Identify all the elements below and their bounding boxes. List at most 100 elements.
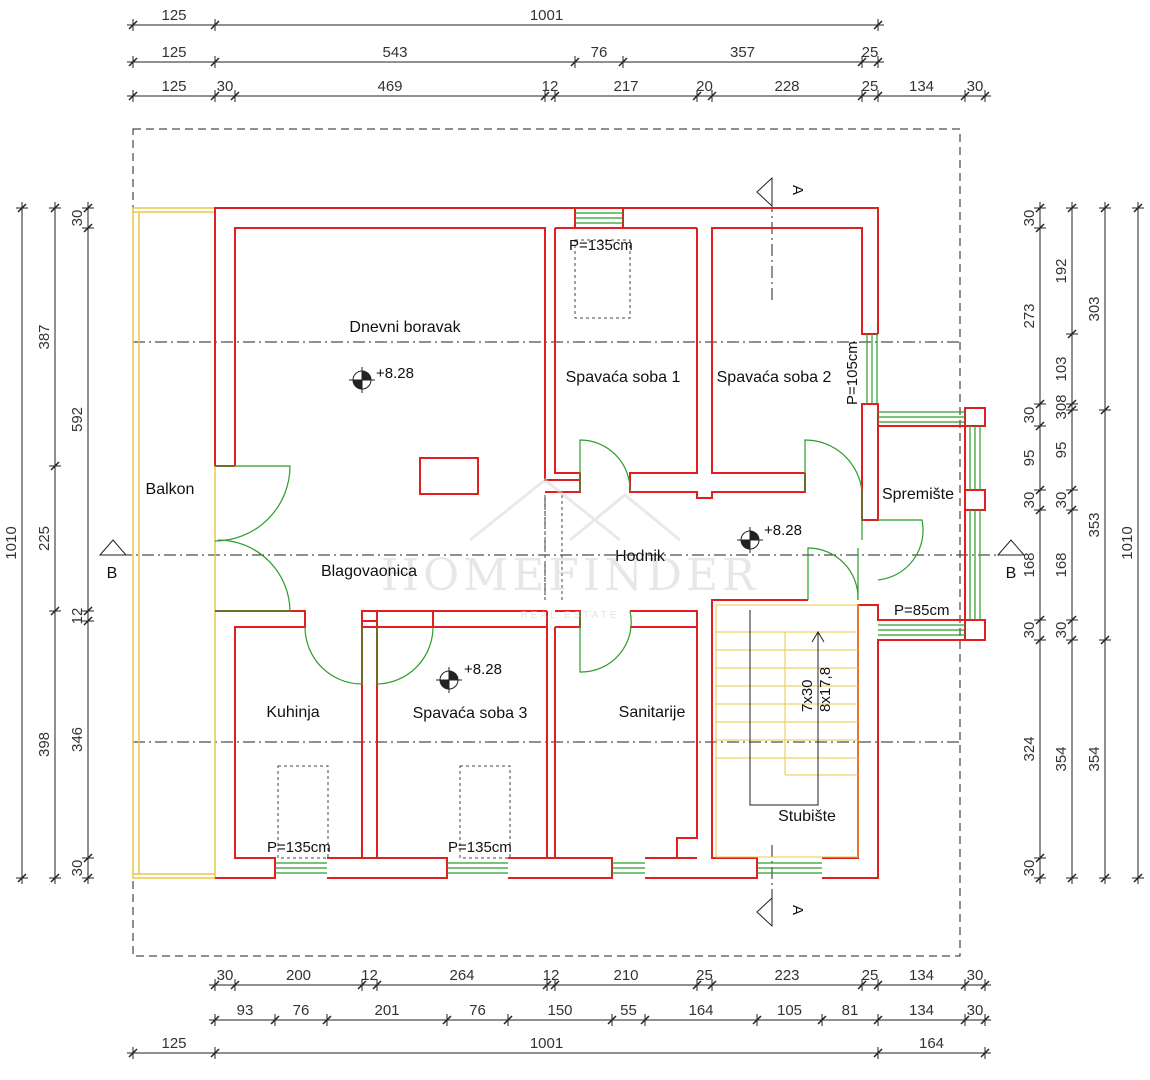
dimension-chain-right_col3: 303 353 354 [1086, 202, 1111, 884]
dimension-label: 30 [1021, 622, 1038, 639]
dimension-label: 30 [1021, 492, 1038, 509]
dimension-chain-left_col1: 1010 [3, 202, 28, 884]
stairs-treads: 7x30 [799, 679, 816, 712]
dimension-label: 20 [696, 78, 713, 95]
dimension-label: 398 [36, 732, 53, 757]
dimension-label: 592 [69, 407, 86, 432]
room-balkon: Balkon [146, 481, 195, 498]
watermark-brand: HOMEFINDER [381, 550, 760, 601]
watermark: HOMEFINDER REAL ESTATE [381, 478, 760, 621]
room-kuhinja: Kuhinja [266, 704, 319, 721]
dimension-label: 30 [217, 78, 234, 95]
dimension-label: 12 [69, 608, 86, 625]
dimension-label: 76 [293, 1002, 310, 1019]
level-label-2: +8.28 [764, 522, 802, 539]
level-label-1: +8.28 [376, 365, 414, 382]
dimension-label: 357 [730, 44, 755, 61]
section-marker-b-left [98, 539, 128, 556]
room-stubiste: Stubište [778, 808, 836, 825]
stairs-risers: 8x17,8 [817, 667, 834, 712]
chimney [419, 457, 479, 495]
dimension-label: 125 [161, 1035, 186, 1052]
dimension-label: 201 [374, 1002, 399, 1019]
dimension-chain-right_col4: 1010 [1119, 202, 1144, 884]
dimension-label: 30 [967, 967, 984, 984]
dimension-label: 103 [1053, 356, 1070, 381]
dimension-label: 354 [1086, 746, 1103, 771]
dimension-label: 30 [967, 78, 984, 95]
dimension-label: 164 [688, 1002, 713, 1019]
room-spavaca-soba-2: Spavaća soba 2 [717, 369, 832, 386]
dimension-label: 308 [1053, 394, 1070, 419]
room-blagovaonica: Blagovaonica [321, 563, 417, 580]
watermark-sub: REAL ESTATE [521, 610, 620, 621]
window-height-right: P=105cm [844, 341, 861, 405]
dimension-label: 30 [69, 860, 86, 877]
dimension-label: 168 [1021, 552, 1038, 577]
dimension-label: 30 [217, 967, 234, 984]
dimension-label: 76 [469, 1002, 486, 1019]
room-spavaca-soba-1: Spavaća soba 1 [566, 369, 681, 386]
dimension-label: 30 [1053, 622, 1070, 639]
window-height-storage: P=85cm [894, 602, 949, 619]
dimension-chain-left_col3: 30 592 12 346 30 [69, 202, 94, 884]
dimension-label: 353 [1086, 512, 1103, 537]
dimension-label: 223 [774, 967, 799, 984]
dimension-label: 125 [161, 78, 186, 95]
dimension-label: 25 [862, 44, 879, 61]
dimension-label: 164 [919, 1035, 944, 1052]
dimension-label: 303 [1086, 296, 1103, 321]
room-dnevni-boravak: Dnevni boravak [349, 319, 461, 336]
room-spavaca-soba-3: Spavaća soba 3 [413, 705, 528, 722]
dimension-label: 95 [1021, 450, 1038, 467]
window-height-spavaca3: P=135cm [448, 839, 512, 856]
dimension-label: 210 [613, 967, 638, 984]
dimension-label: 354 [1053, 746, 1070, 771]
dimension-label: 469 [377, 78, 402, 95]
dimension-label: 30 [69, 210, 86, 227]
dimension-label: 95 [1053, 442, 1070, 459]
section-marker-b-right [996, 539, 1026, 556]
level-marker-2 [737, 527, 763, 553]
dimension-label: 25 [696, 967, 713, 984]
furniture [277, 239, 631, 859]
dimension-label: 30 [1021, 210, 1038, 227]
dimension-label: 225 [36, 526, 53, 551]
dimension-label: 55 [620, 1002, 637, 1019]
dimension-label: 387 [36, 324, 53, 349]
section-label-a-bottom: A [789, 905, 806, 915]
dimension-label: 168 [1053, 552, 1070, 577]
dimension-label: 30 [1021, 407, 1038, 424]
section-label-b-left: B [107, 565, 118, 582]
stairs [715, 604, 859, 858]
window-height-top: P=135cm [569, 237, 633, 254]
dimension-label: 134 [909, 967, 934, 984]
windows [275, 212, 981, 874]
dimension-label: 12 [361, 967, 378, 984]
room-sanitarije: Sanitarije [619, 704, 686, 721]
dimension-label: 273 [1021, 303, 1038, 328]
dimension-label: 324 [1021, 736, 1038, 761]
dimension-label: 192 [1053, 258, 1070, 283]
dimension-label: 346 [69, 727, 86, 752]
room-hodnik: Hodnik [615, 548, 666, 565]
dimension-label: 1010 [3, 526, 20, 559]
dimension-label: 125 [161, 44, 186, 61]
dimension-label: 1010 [1119, 526, 1136, 559]
section-label-a-top: A [789, 185, 806, 195]
walls [214, 207, 986, 879]
balcony-outline [132, 207, 216, 879]
dimension-label: 543 [382, 44, 407, 61]
level-marker-1 [349, 367, 375, 393]
level-label-3: +8.28 [464, 661, 502, 678]
dimension-label: 217 [613, 78, 638, 95]
dimension-chain-left_col2: 387 225 398 [36, 202, 61, 884]
dimension-label: 25 [862, 967, 879, 984]
dimension-label: 228 [774, 78, 799, 95]
